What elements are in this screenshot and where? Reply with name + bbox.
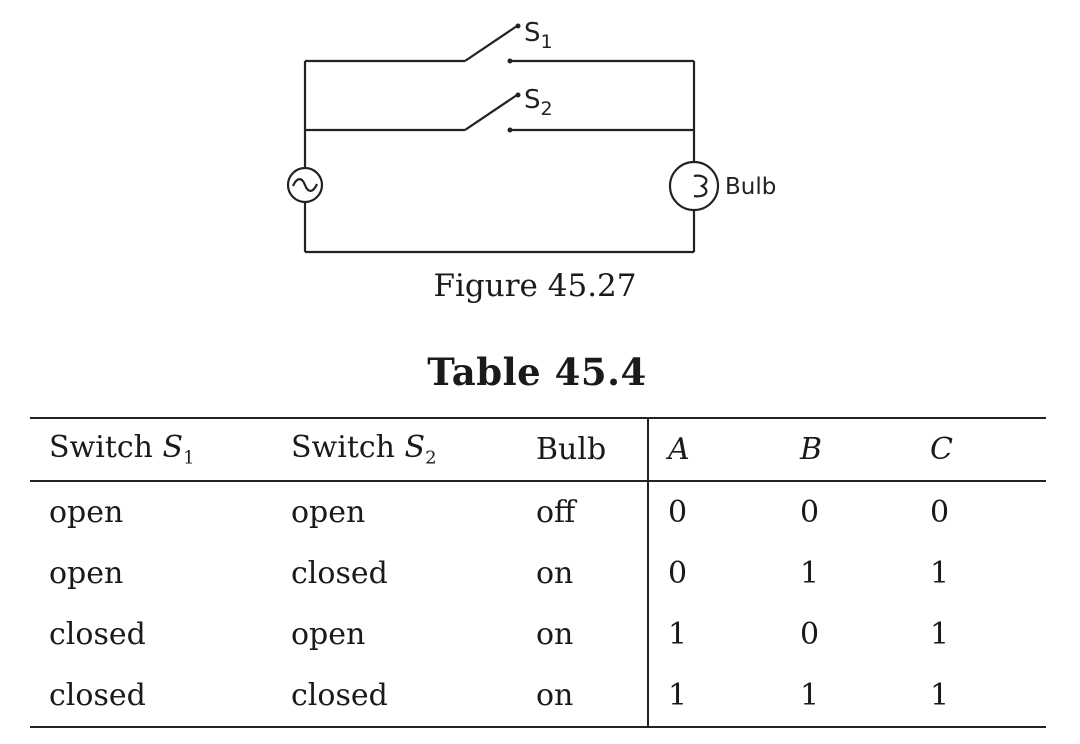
cell-b: 1 bbox=[800, 678, 820, 713]
cell-bulb: on bbox=[536, 617, 574, 652]
cell-switch-s1: open bbox=[49, 495, 124, 530]
ac-source-icon bbox=[286, 166, 324, 204]
header-switch-s2: Switch S2 bbox=[291, 430, 437, 469]
cell-switch-s2: open bbox=[291, 617, 366, 652]
switch-s2-tip-icon bbox=[515, 92, 521, 98]
switch-s2-label: S2 bbox=[524, 85, 553, 120]
switch-s2-contact-icon bbox=[507, 127, 513, 133]
cell-b: 1 bbox=[800, 556, 820, 591]
header-b: B bbox=[800, 432, 823, 467]
table-row: closed open on 1 0 1 bbox=[30, 604, 1046, 665]
cell-c: 1 bbox=[930, 556, 950, 591]
cell-a: 0 bbox=[647, 481, 800, 543]
switch-s1-blade bbox=[464, 25, 518, 62]
table-row: closed closed on 1 1 1 bbox=[30, 665, 1046, 727]
cell-c: 1 bbox=[930, 617, 950, 652]
table-row: open open off 0 0 0 bbox=[30, 481, 1046, 543]
cell-a: 0 bbox=[647, 543, 800, 604]
cell-bulb: off bbox=[536, 495, 576, 530]
switch-s1-tip-icon bbox=[515, 23, 521, 29]
switch-s2-blade bbox=[464, 94, 518, 131]
switch-s1-contact-icon bbox=[507, 58, 513, 64]
cell-c: 0 bbox=[930, 495, 950, 530]
table-row: open closed on 0 1 1 bbox=[30, 543, 1046, 604]
cell-bulb: on bbox=[536, 678, 574, 713]
bulb-label: Bulb bbox=[725, 174, 776, 200]
ac-wave-icon bbox=[291, 178, 319, 192]
table-header-row: Switch S1 Switch S2 Bulb A B C bbox=[30, 418, 1046, 481]
header-a: A bbox=[647, 418, 800, 481]
cell-a: 1 bbox=[647, 604, 800, 665]
bulb-filament-icon bbox=[693, 174, 708, 198]
cell-switch-s1: closed bbox=[49, 617, 146, 652]
cell-switch-s1: closed bbox=[49, 678, 146, 713]
table-title: Table 45.4 bbox=[427, 350, 647, 394]
cell-c: 1 bbox=[930, 678, 950, 713]
bulb-icon bbox=[668, 160, 720, 212]
switch-s1-label: S1 bbox=[524, 18, 553, 53]
cell-switch-s2: closed bbox=[291, 556, 388, 591]
cell-b: 0 bbox=[800, 617, 820, 652]
header-switch-s1: Switch S1 bbox=[49, 430, 195, 469]
cell-b: 0 bbox=[800, 495, 820, 530]
cell-switch-s2: open bbox=[291, 495, 366, 530]
cell-switch-s1: open bbox=[49, 556, 124, 591]
circuit-diagram: S1 S2 Bulb bbox=[286, 18, 776, 254]
figure-caption: Figure 45.27 bbox=[433, 268, 637, 304]
truth-table: Switch S1 Switch S2 Bulb A B C open open… bbox=[30, 417, 1046, 728]
header-c: C bbox=[930, 432, 953, 467]
cell-bulb: on bbox=[536, 556, 574, 591]
cell-a: 1 bbox=[647, 665, 800, 727]
header-bulb: Bulb bbox=[536, 432, 607, 467]
cell-switch-s2: closed bbox=[291, 678, 388, 713]
